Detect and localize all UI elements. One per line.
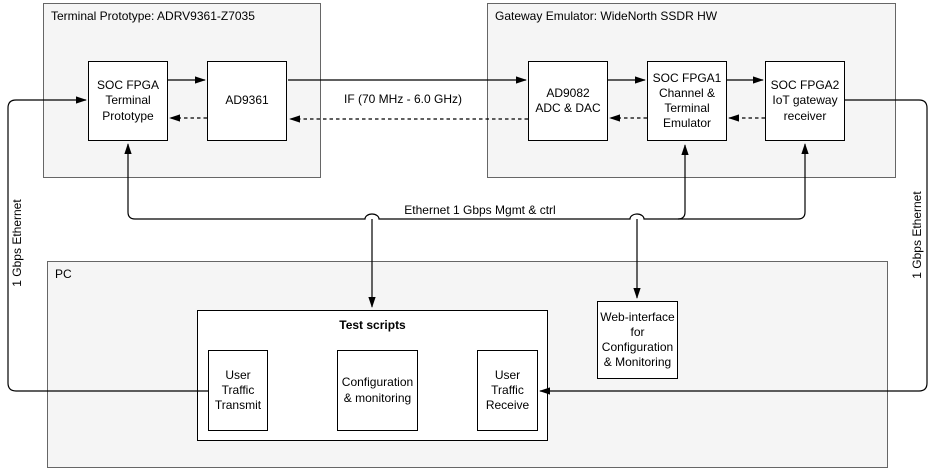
node-ad9082-adc-dac: AD9082 ADC & DAC xyxy=(528,61,608,141)
edge-label-ethernet-mgmt: Ethernet 1 Gbps Mgmt & ctrl xyxy=(404,203,556,217)
node-user-traffic-transmit: User Traffic Transmit xyxy=(208,350,268,431)
container-pc-title: PC xyxy=(55,267,72,281)
node-web-interface: Web-interface for Configuration & Monito… xyxy=(597,301,678,379)
node-web-interface-label: Web-interface for Configuration & Monito… xyxy=(600,309,675,370)
edge-label-if-link: IF (70 MHz - 6.0 GHz) xyxy=(343,92,462,106)
node-ad9082-label: AD9082 ADC & DAC xyxy=(535,85,601,115)
node-user-traffic-receive: User Traffic Receive xyxy=(477,350,538,431)
container-terminal-title: Terminal Prototype: ADRV9361-Z7035 xyxy=(51,9,255,23)
node-soc-fpga-terminal-prototype-label: SOC FPGA Terminal Prototype xyxy=(96,78,159,123)
node-ad9361-label: AD9361 xyxy=(225,93,269,108)
node-user-traffic-receive-label: User Traffic Receive xyxy=(485,367,530,413)
node-soc-fpga2-iot-gateway-receiver: SOC FPGA2 IoT gateway receiver xyxy=(765,61,845,141)
node-soc-fpga1-channel-terminal-emulator: SOC FPGA1 Channel & Terminal Emulator xyxy=(647,61,727,141)
node-configuration-monitoring-label: Configuration & monitoring xyxy=(341,375,414,405)
node-soc-fpga-terminal-prototype: SOC FPGA Terminal Prototype xyxy=(88,61,168,141)
edge-label-right-ethernet: 1 Gbps Ethernet xyxy=(910,191,924,279)
edge-label-left-ethernet: 1 Gbps Ethernet xyxy=(10,199,24,287)
node-user-traffic-transmit-label: User Traffic Transmit xyxy=(214,367,262,413)
node-ad9361: AD9361 xyxy=(207,61,287,141)
node-soc-fpga2-label: SOC FPGA2 IoT gateway receiver xyxy=(770,78,840,123)
group-test-scripts-title: Test scripts xyxy=(339,318,406,332)
container-gateway-title: Gateway Emulator: WideNorth SSDR HW xyxy=(495,9,718,23)
node-soc-fpga1-label: SOC FPGA1 Channel & Terminal Emulator xyxy=(652,70,722,131)
node-configuration-monitoring: Configuration & monitoring xyxy=(337,350,418,431)
